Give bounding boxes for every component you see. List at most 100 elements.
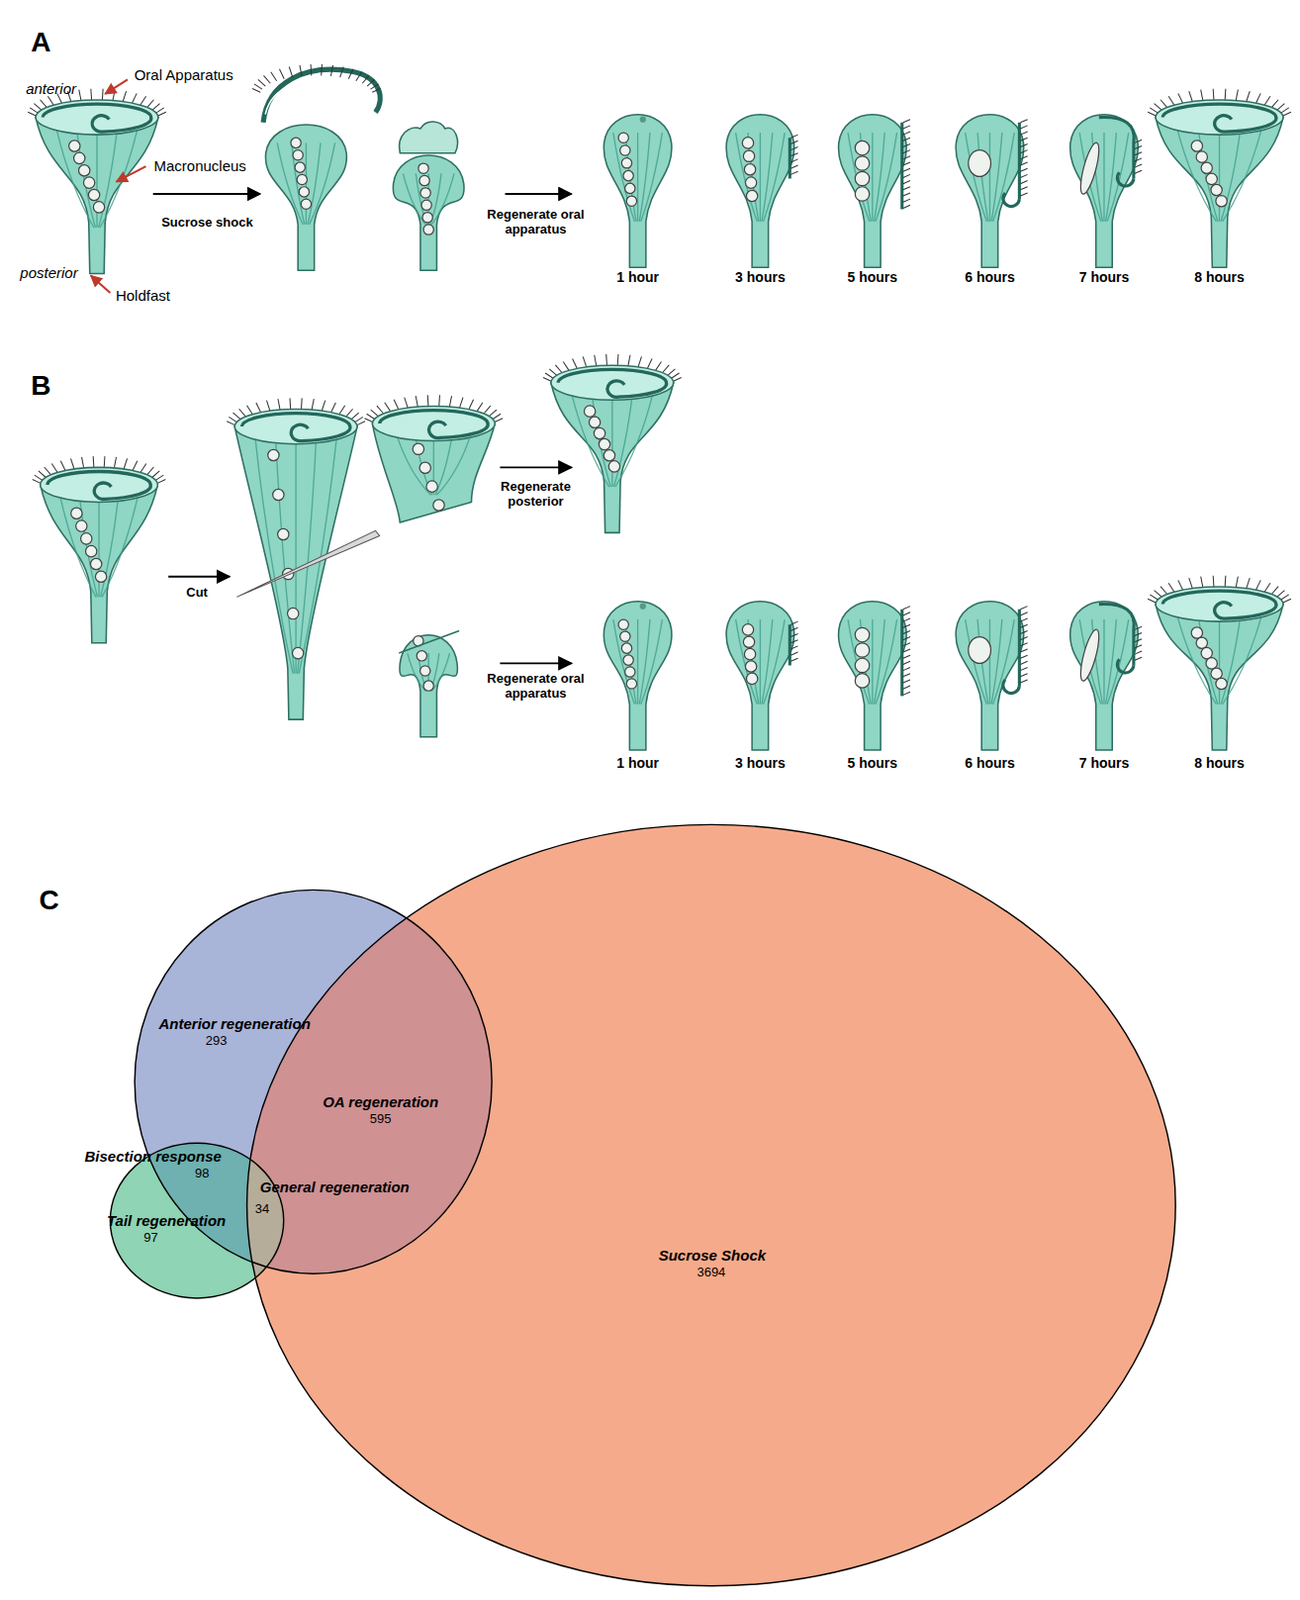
cortical-stripe [1222, 614, 1263, 705]
wound-spot [640, 603, 647, 610]
cilium [1020, 660, 1027, 664]
macronucleus-node [1196, 637, 1208, 649]
stentor-cell [398, 630, 460, 737]
time-label: 3 hours [735, 753, 786, 770]
macronucleus-node [1191, 140, 1203, 152]
cell-body [838, 601, 908, 750]
cilium [1178, 579, 1184, 590]
macronucleus-node [79, 165, 91, 177]
pointer-arrow [104, 79, 128, 93]
cilium [1235, 90, 1238, 101]
cilium [226, 421, 235, 426]
cilium [903, 150, 911, 154]
cilium [252, 88, 261, 93]
cilium [34, 474, 43, 480]
cilium [655, 361, 662, 371]
macronucleus-node [292, 150, 303, 161]
cilium [903, 685, 911, 689]
cilium [1147, 111, 1156, 116]
process-arrow [499, 661, 571, 664]
cilium [1020, 156, 1027, 160]
cilium [1271, 586, 1279, 595]
macronucleus-node [744, 177, 756, 188]
panel-letter: C [38, 884, 59, 917]
axis-label: posterior [19, 265, 78, 282]
cilium [903, 181, 911, 185]
cilium [44, 466, 52, 475]
process-arrow [505, 192, 572, 195]
macronucleus-node [625, 183, 636, 193]
cilium [356, 72, 363, 82]
cilium [1020, 150, 1027, 154]
cilium [605, 354, 608, 366]
stentor-cell [955, 114, 1027, 268]
cilium [594, 355, 597, 367]
macronucleus-node [854, 643, 869, 657]
macronucleus-node [588, 416, 600, 428]
macronucleus-node [94, 570, 106, 582]
cilium [672, 376, 681, 381]
cilium [1246, 91, 1250, 102]
macronucleus-node [743, 164, 755, 176]
cell-body [40, 484, 159, 644]
cilium [903, 612, 911, 616]
cilium [572, 359, 578, 370]
macronucleus-node [273, 488, 284, 500]
cortical-stripe [989, 132, 991, 222]
cilium [903, 168, 911, 172]
cilium [278, 398, 280, 410]
venn-count: 293 [205, 1033, 228, 1049]
wound-spot [640, 116, 647, 123]
macronucleus-node [623, 654, 634, 665]
cilium [1020, 612, 1027, 616]
cortical-stripe [571, 392, 610, 487]
stentor-cell [838, 601, 911, 750]
macronucleus-node [854, 673, 869, 688]
blade [236, 530, 379, 597]
cilium [790, 646, 798, 650]
cell-body [234, 426, 358, 720]
cortical-stripe [1222, 127, 1263, 222]
cilium [79, 90, 82, 101]
panel-letter: B [30, 370, 51, 402]
cilium [367, 79, 374, 87]
stentor-cell [392, 121, 465, 271]
cortical-stripe [736, 619, 758, 705]
cilium [438, 394, 441, 406]
cilium [492, 413, 501, 419]
cilium [40, 99, 48, 108]
cilium [671, 372, 680, 378]
cilium [82, 457, 85, 468]
cilium [1020, 125, 1027, 129]
cilium [320, 64, 323, 76]
macronucleus-node [422, 212, 433, 223]
cilium [1264, 95, 1271, 105]
macronucleus-node [418, 163, 429, 174]
oral-rim [371, 405, 495, 441]
oral-rim [1155, 99, 1284, 135]
stentor-cell [726, 114, 798, 268]
cortical-stripe [762, 132, 785, 222]
cilium [1255, 92, 1261, 103]
cilium [1020, 186, 1027, 190]
cortical-stripe [1198, 614, 1218, 705]
cilium [1160, 99, 1168, 108]
macronucleus-node [743, 648, 755, 659]
cilium [790, 621, 798, 625]
cilium [903, 630, 911, 634]
cilium [790, 657, 798, 661]
macronucleus-node [968, 150, 992, 178]
cilium [1189, 577, 1193, 589]
time-label: 7 hours [1079, 753, 1130, 770]
cilium [903, 679, 911, 683]
cilium [582, 356, 586, 368]
cilium [1168, 95, 1175, 105]
cilium [667, 369, 675, 376]
macronucleus-node [423, 224, 434, 235]
cilium [92, 456, 95, 467]
cilium [101, 89, 104, 100]
cilium [90, 89, 93, 100]
cilium [903, 156, 911, 160]
cilium [1134, 139, 1142, 143]
